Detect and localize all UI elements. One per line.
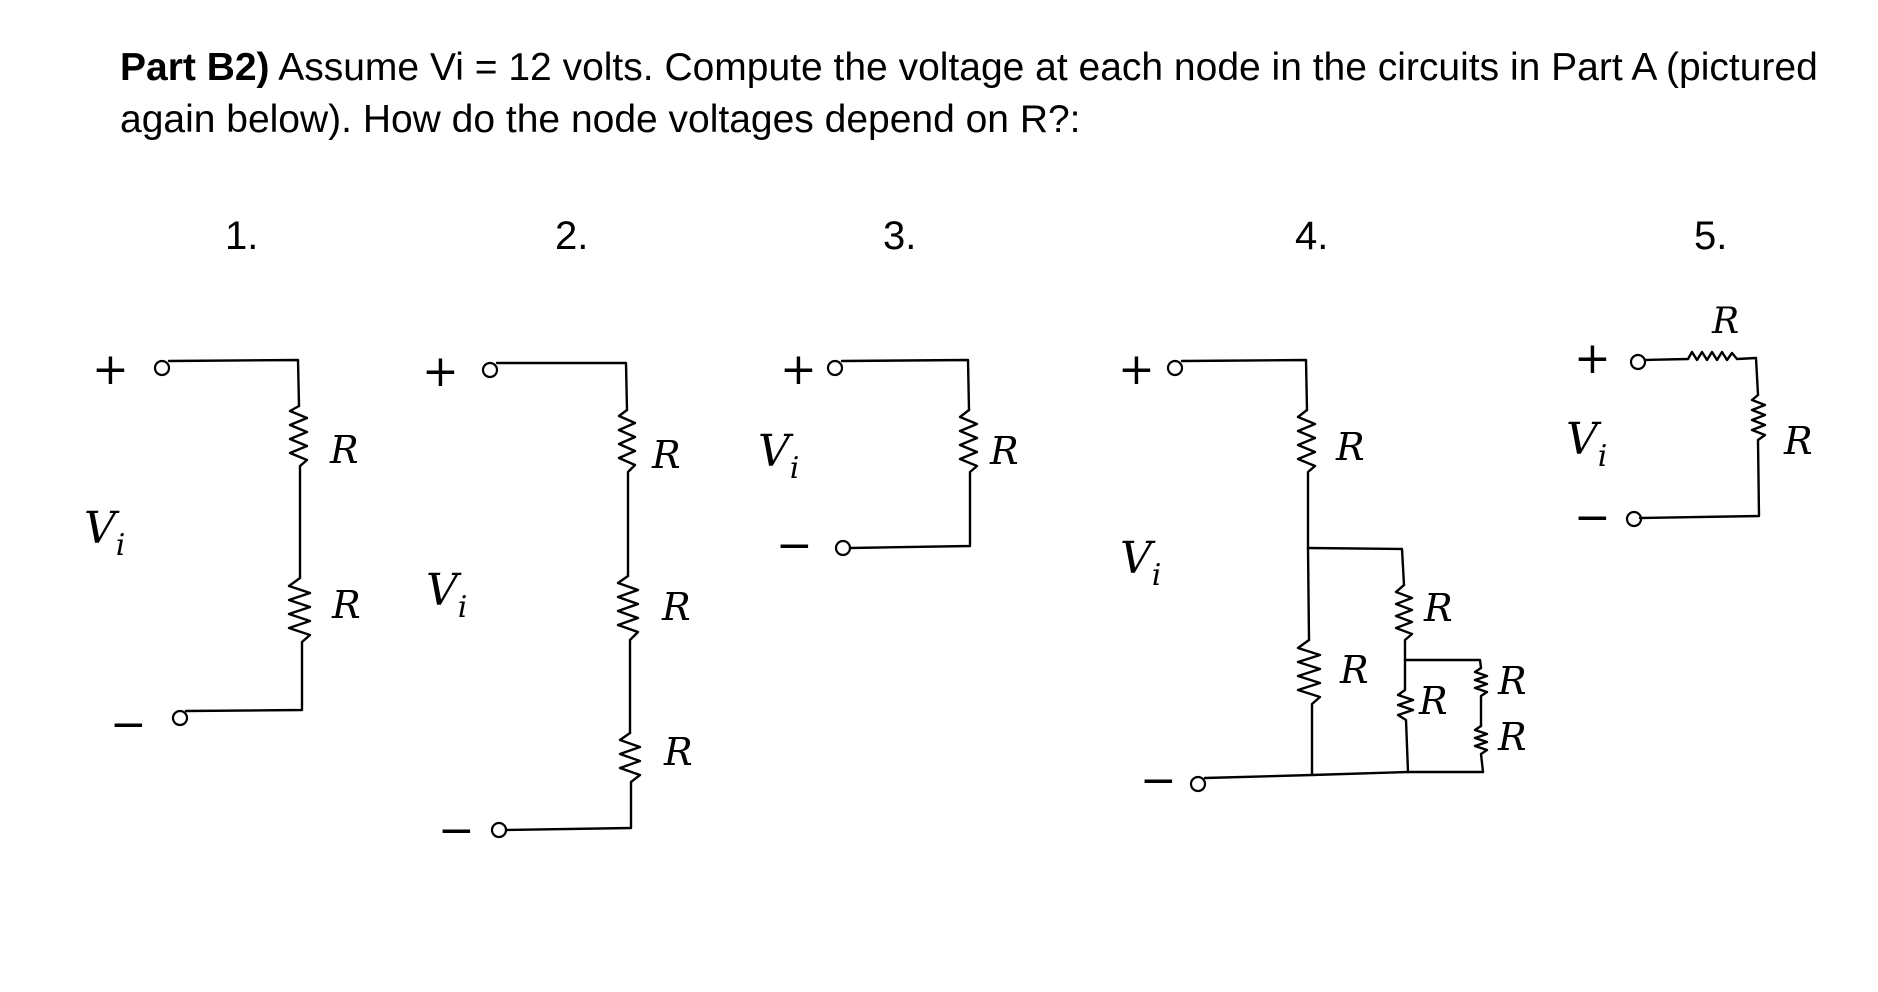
source-subscript: i [790,451,800,486]
wire-top [495,361,629,412]
resistor-2-label: R [1339,648,1369,692]
resistor-3-label: R [663,730,693,774]
plus-terminal-label: + [422,346,459,397]
resistor-1 [1643,350,1760,397]
source-subscript: i [116,528,126,563]
plus-terminal-label: + [780,344,817,395]
source-symbol: V [84,503,120,554]
circuit-1-number: 1. [225,214,259,258]
source-symbol: V [758,426,794,477]
circuit-2-number: 2. [555,214,589,258]
positive-terminal [153,359,171,377]
source-subscript: i [458,590,468,625]
resistor-2 [1638,393,1767,520]
circuit-4-number: 4. [1295,214,1329,258]
source-subscript: i [1152,558,1162,593]
plus-terminal-label: + [92,344,129,395]
positive-terminal [481,361,499,379]
positive-terminal [826,359,844,377]
wire-branch-top [1306,546,1406,587]
resistor-5-label: R [1497,659,1527,703]
source-label: Vi [1120,533,1161,593]
resistor-1 [1296,408,1317,550]
resistor-6 [1473,724,1489,774]
source-label: Vi [1566,414,1607,474]
circuit-4: + R R R R R R Vi − [1118,344,1527,806]
problem-statement: Part B2) Assume Vi = 12 volts. Compute t… [120,42,1820,146]
resistor-4 [1396,658,1415,774]
source-label: Vi [758,426,799,486]
resistor-3 [504,731,642,832]
resistor-6-label: R [1497,715,1527,759]
circuit-1: + R R Vi − [84,344,361,750]
source-symbol: V [1120,533,1156,584]
resistor-1 [617,408,637,578]
resistor-2 [184,576,312,713]
wire-top [167,358,301,408]
source-symbol: V [1566,414,1602,465]
source-label: Vi [84,503,125,563]
wire-left-branch [1306,546,1311,642]
circuit-2: + R R R Vi − [422,346,693,856]
resistor-1 [288,404,309,580]
resistor-2-label: R [661,585,691,629]
resistor-2-label: R [331,583,361,627]
negative-terminal [490,821,508,839]
minus-terminal-label: − [110,699,147,750]
minus-terminal-label: − [776,520,813,571]
circuit-5-number: 5. [1694,214,1728,258]
resistor-1-label: R [989,429,1019,473]
resistor-1 [848,408,979,550]
negative-terminal [834,539,852,557]
resistor-1-label: R [329,428,359,472]
negative-terminal [171,709,189,727]
positive-terminal [1166,359,1184,377]
resistor-1-label: R [1335,425,1365,469]
resistor-4-label: R [1418,679,1448,723]
resistor-2-label: R [1783,419,1813,463]
resistor-5 [1473,666,1489,728]
plus-terminal-label: + [1574,333,1611,384]
resistor-2 [616,574,640,735]
source-symbol: V [426,565,462,616]
wire-top [1180,358,1309,412]
minus-terminal-label: − [1140,755,1177,806]
resistor-3-label: R [1423,586,1453,630]
positive-terminal [1629,353,1647,371]
source-label: Vi [426,565,467,625]
circuit-3: + R Vi − [758,344,1019,571]
wire-top [840,358,971,412]
minus-terminal-label: − [1574,492,1611,543]
resistor-3 [1394,583,1414,662]
wire-inner-top [1403,658,1483,670]
resistor-1-label: R [1711,301,1739,342]
circuit-5: R + R Vi − [1566,301,1813,543]
negative-terminal [1189,775,1207,793]
negative-terminal [1625,510,1643,528]
resistor-2 [1296,638,1322,777]
circuit-3-number: 3. [883,214,917,258]
plus-terminal-label: + [1118,344,1155,395]
source-subscript: i [1598,439,1608,474]
problem-text: Assume Vi = 12 volts. Compute the voltag… [120,46,1818,141]
part-label: Part B2) [120,46,270,89]
resistor-1-label: R [651,433,681,477]
minus-terminal-label: − [438,805,475,856]
wire-bottom [1203,770,1485,780]
